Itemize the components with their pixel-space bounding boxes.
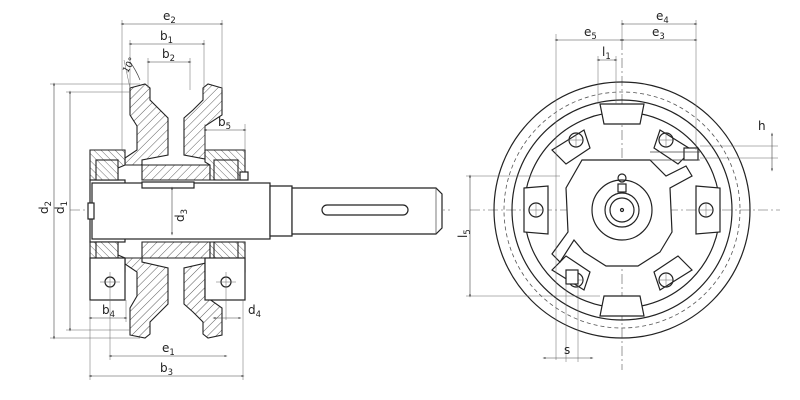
lug-bottom-left [565,269,579,285]
label-e2: e2 [163,9,176,26]
shaft-step [269,185,293,237]
right-grease-nipple [239,171,249,181]
shaft-journal [291,187,443,235]
label-l1: l1 [602,45,611,62]
right-bearing-upper [213,159,239,181]
front-view [470,40,780,370]
shaft-body [91,182,271,240]
front-dimensions [466,20,778,362]
outer-rim [493,81,751,339]
label-e3: e3 [652,25,665,42]
shaft-center-dot [619,207,625,213]
section-dimensions [50,20,247,380]
hub-outer [591,179,653,241]
label-d2: d2 [37,201,54,214]
label-d1: d1 [53,201,70,214]
label-e4: e4 [656,9,669,26]
label-b1: b1 [160,29,173,46]
label-angle: 10° [121,56,138,75]
angle-arc [129,61,141,81]
label-d3: d3 [173,209,190,222]
section-view [70,83,450,339]
label-b5: b5 [218,115,231,132]
section-labels: e2 b1 b2 10° b5 d2 d1 d3 b4 d4 e1 b3 [37,9,261,378]
hub-keyway-front [617,183,627,193]
shaft-keyway [321,204,409,216]
label-e1: e1 [162,341,175,358]
shaft-circle [609,197,635,223]
flange-circle [511,99,733,321]
left-bearing-upper [95,159,119,181]
hub-key [141,181,195,189]
label-s: s [564,343,570,357]
hub-housing [551,159,693,267]
label-b4: b4 [102,303,115,320]
label-e5: e5 [584,25,597,42]
right-foot-bracket [204,257,246,301]
hub-bore [604,192,640,228]
front-labels: e4 e5 e3 l1 h l5 s [456,9,766,357]
grease-hole-front [617,173,627,183]
label-b3: b3 [160,361,173,378]
label-b2: b2 [162,47,175,64]
label-l5: l5 [456,229,473,238]
label-d4: d4 [248,303,261,320]
left-foot-bracket [89,257,126,301]
label-h: h [758,119,766,133]
shaft-end-cap [87,202,95,220]
wheel-section-upper [124,83,223,181]
tread-circle [503,91,741,329]
